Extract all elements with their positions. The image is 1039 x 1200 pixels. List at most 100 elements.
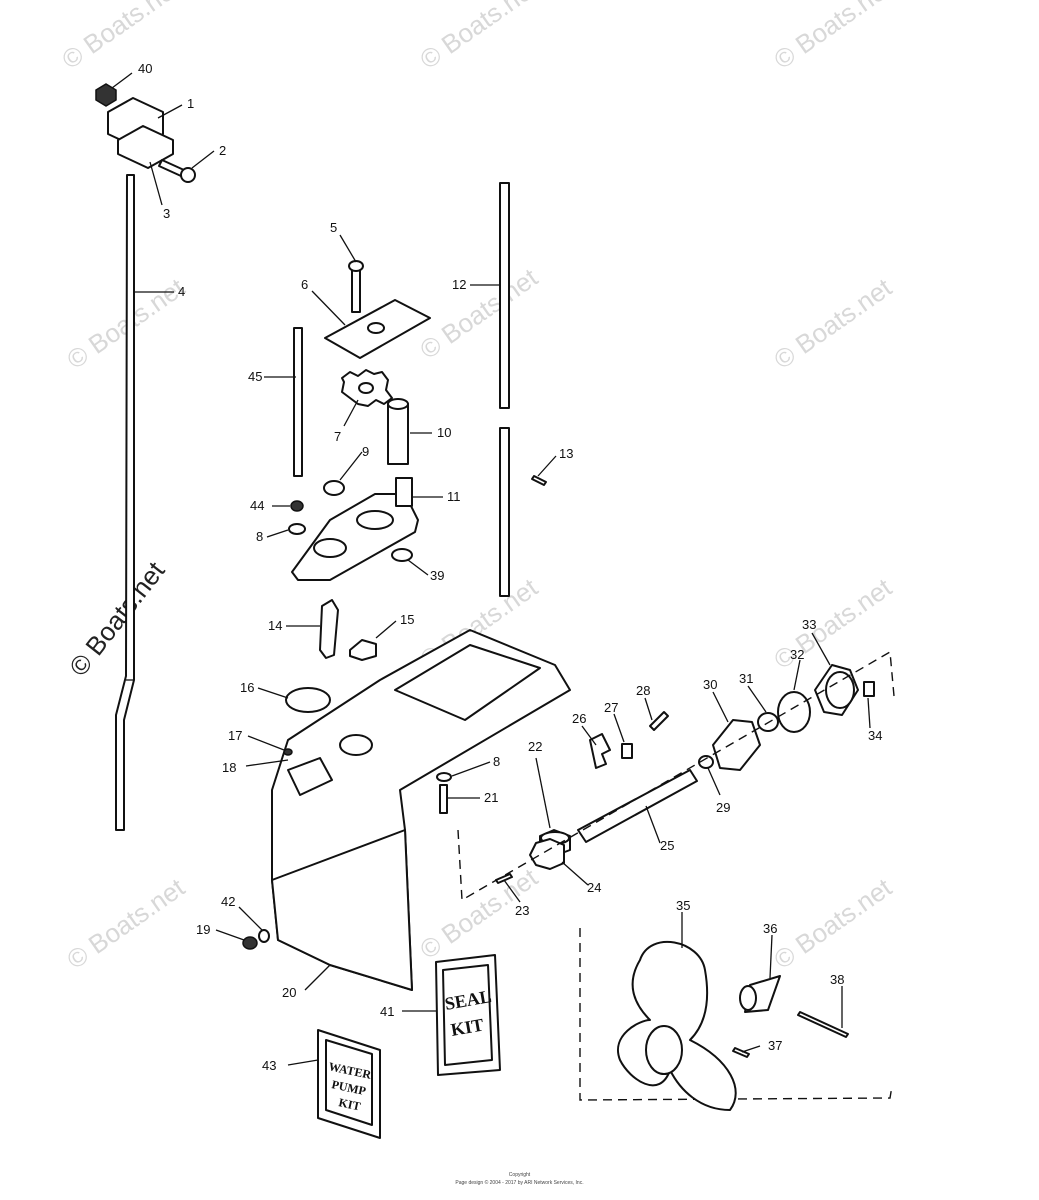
callout-11: 11 — [447, 489, 461, 504]
shift-cam-26 — [589, 733, 611, 769]
gearcase-housing — [242, 599, 571, 991]
callout-20: 20 — [282, 985, 296, 1000]
cotter-pin-37 — [732, 1047, 750, 1058]
callout-18: 18 — [222, 760, 236, 775]
callout-30: 30 — [703, 677, 717, 692]
spring-28 — [649, 711, 669, 731]
callout-25: 25 — [660, 838, 674, 853]
shaft-alignment-line — [457, 650, 895, 902]
o-ring-16 — [285, 687, 331, 713]
propeller-assembly — [579, 928, 893, 1111]
watermark: © Boats.net — [414, 0, 543, 75]
footer-code: Copyright — [508, 1172, 531, 1178]
screw-5 — [351, 265, 361, 313]
callout-8-pump: 8 — [256, 529, 263, 544]
bearing-9 — [323, 480, 345, 496]
drive-shaft — [499, 182, 547, 597]
clip-14 — [319, 599, 339, 659]
callout-7: 7 — [334, 429, 341, 444]
shift-rod-4 — [115, 174, 135, 831]
callouts: 40 1 2 3 4 5 6 45 7 10 9 11 44 8 39 12 1… — [138, 61, 882, 1073]
drive-shaft-12-upper — [499, 182, 510, 409]
callout-5: 5 — [330, 220, 337, 235]
water-pump-kit-43: WATER PUMP KIT — [317, 1029, 381, 1139]
screw-2-head — [180, 167, 196, 183]
watermark-large: © Boats.net — [63, 555, 171, 681]
callout-23: 23 — [515, 903, 529, 918]
callout-34: 34 — [868, 728, 882, 743]
callout-8-housing: 8 — [493, 754, 500, 769]
callout-27: 27 — [604, 700, 618, 715]
o-ring-39 — [391, 548, 413, 562]
callout-44: 44 — [250, 498, 264, 513]
washer-42 — [258, 929, 270, 943]
propeller-bracket — [579, 928, 893, 1101]
connector-1-lower — [117, 125, 174, 169]
washer-8b — [436, 772, 452, 782]
watermark: © Boats.net — [768, 572, 897, 675]
callout-10: 10 — [437, 425, 451, 440]
seal-kit-41: SEAL KIT — [435, 954, 501, 1076]
pin-23 — [495, 873, 513, 884]
watermark: © Boats.net — [768, 872, 897, 975]
propeller-35 — [617, 941, 737, 1111]
callout-15: 15 — [400, 612, 414, 627]
callout-3: 3 — [163, 206, 170, 221]
callout-24: 24 — [587, 880, 601, 895]
callout-6: 6 — [301, 277, 308, 292]
washer-29 — [698, 755, 714, 769]
pin-27 — [621, 743, 633, 759]
watermark: © Boats.net — [768, 0, 897, 75]
water-pump-assembly — [288, 260, 431, 581]
prop-shaft-25 — [577, 769, 698, 843]
cotter-pin-38 — [797, 1011, 849, 1038]
watermarks: © Boats.net © Boats.net © Boats.net © Bo… — [56, 0, 897, 975]
callout-12: 12 — [452, 277, 466, 292]
watermark: © Boats.net — [56, 0, 185, 75]
washer-8 — [288, 523, 306, 535]
callout-40: 40 — [138, 61, 152, 76]
gear-24 — [529, 838, 565, 870]
watermark: © Boats.net — [61, 872, 190, 975]
callout-16: 16 — [240, 680, 254, 695]
water-tube-10 — [387, 403, 409, 465]
screw-21 — [439, 784, 448, 814]
stud-45 — [293, 327, 303, 477]
drive-shaft-12-lower — [499, 427, 510, 597]
propeller-shaft-assembly — [457, 650, 895, 902]
screw-34 — [863, 681, 875, 697]
callout-42: 42 — [221, 894, 235, 909]
nut-19 — [242, 936, 258, 950]
callout-26: 26 — [572, 711, 586, 726]
callout-35: 35 — [676, 898, 690, 913]
pin-13 — [531, 475, 547, 486]
callout-33: 33 — [802, 617, 816, 632]
callout-28: 28 — [636, 683, 650, 698]
watermark: © Boats.net — [768, 272, 897, 375]
callout-13: 13 — [559, 446, 573, 461]
callout-38: 38 — [830, 972, 844, 987]
callout-45: 45 — [248, 369, 262, 384]
nut-44 — [290, 500, 304, 512]
leader-lines — [111, 72, 871, 1066]
callout-19: 19 — [196, 922, 210, 937]
o-ring-32 — [777, 691, 811, 733]
callout-36: 36 — [763, 921, 777, 936]
callout-41: 41 — [380, 1004, 394, 1019]
callout-14: 14 — [268, 618, 282, 633]
shift-rod-assembly — [95, 83, 196, 831]
clutch-30 — [712, 719, 761, 771]
callout-29: 29 — [716, 800, 730, 815]
callout-21: 21 — [484, 790, 498, 805]
tube-boss — [395, 477, 413, 507]
pump-kit-line-3: KIT — [337, 1095, 361, 1113]
watermark: © Boats.net — [414, 262, 543, 365]
screw-17 — [283, 748, 293, 756]
nut-40 — [95, 83, 117, 107]
callout-9: 9 — [362, 444, 369, 459]
footer-copyright: Page design © 2004 - 2017 by ARI Network… — [455, 1180, 584, 1186]
callout-2: 2 — [219, 143, 226, 158]
callout-39: 39 — [430, 568, 444, 583]
callout-22: 22 — [528, 739, 542, 754]
